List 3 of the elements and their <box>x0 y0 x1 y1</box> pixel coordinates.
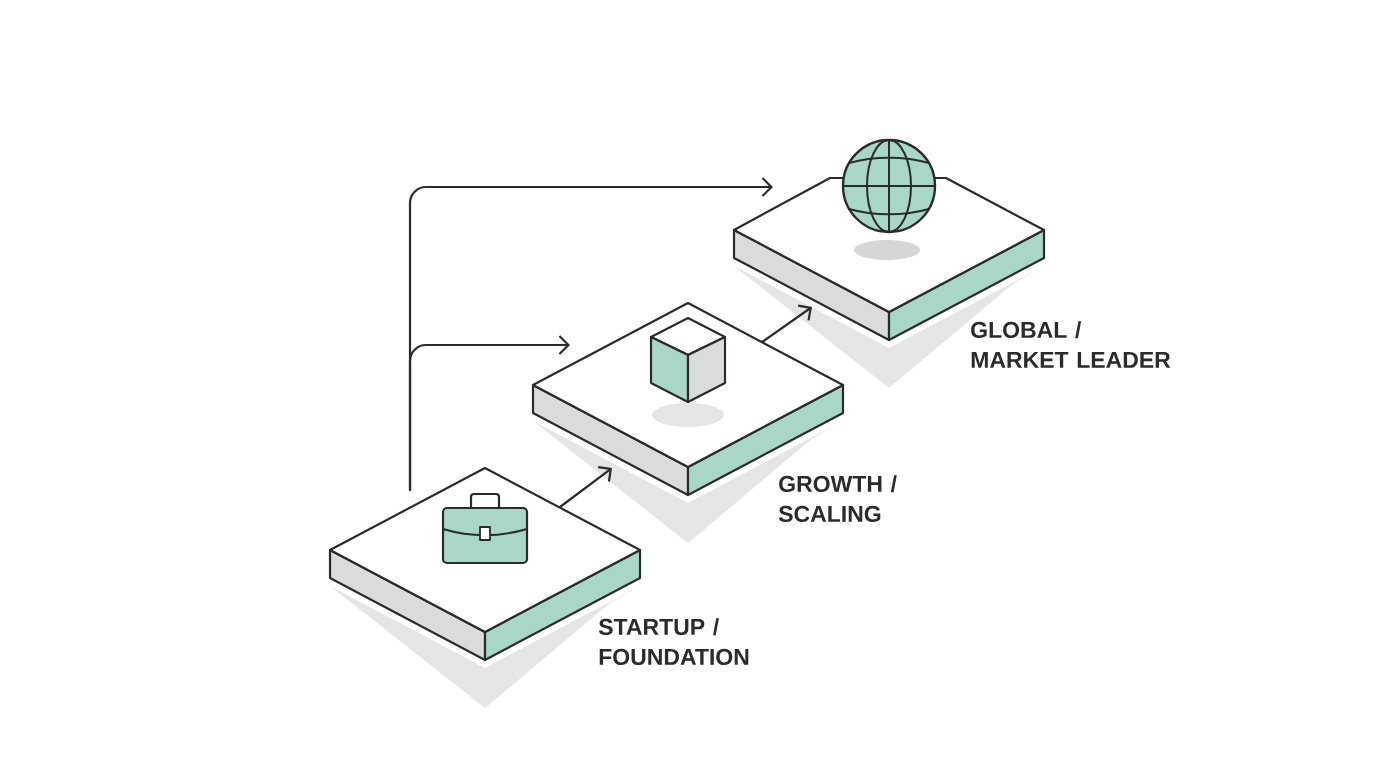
stage-label: GROWTH / SCALING <box>778 475 897 523</box>
stage-label: STARTUP / FOUNDATION <box>598 618 749 666</box>
stage-label: GLOBAL / MARKET LEADER <box>971 321 1171 368</box>
